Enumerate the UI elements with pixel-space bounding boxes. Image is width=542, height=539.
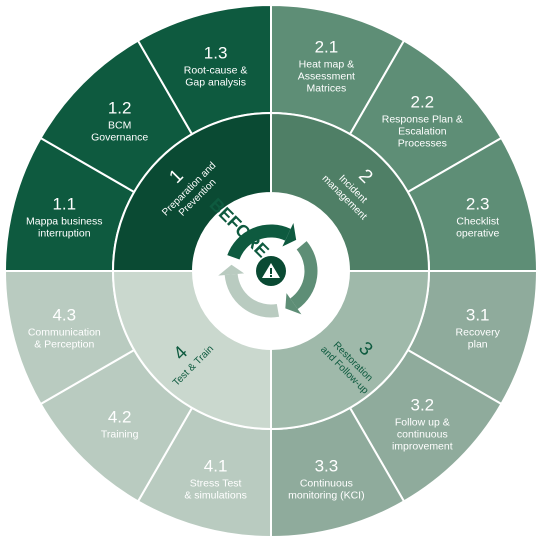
segment-3-2-text-number: 3.2	[411, 395, 435, 414]
segment-3-1-text-label-line: Recovery	[456, 326, 501, 338]
segment-3-2-text-label-line: Follow up &	[395, 416, 450, 428]
segment-2-1-text-label-line: Assessment	[298, 70, 355, 82]
segment-2-3-text-label-line: Checklist	[456, 216, 499, 228]
segment-2-3-text-number: 2.3	[466, 195, 490, 214]
segment-3-1-text-number: 3.1	[466, 305, 490, 324]
cycle-arrow-head	[282, 222, 297, 247]
segment-1-1-text-number: 1.1	[52, 195, 76, 214]
segment-3-2-text-label-line: continuous	[397, 428, 448, 440]
warning-dot	[270, 275, 272, 277]
segment-2-1-text-label-line: Matrices	[307, 82, 347, 94]
segment-2-2-text-label-line: Escalation	[398, 126, 447, 138]
segment-2-1-text-number: 2.1	[315, 37, 339, 56]
cycle-arrow	[224, 273, 280, 318]
cycle-arrow-head	[285, 293, 302, 315]
segment-4-3-text-number: 4.3	[52, 305, 76, 324]
segment-4-1-text-label-line: & simulations	[184, 490, 246, 502]
segment-1-3-text-label-line: Gap analysis	[185, 76, 246, 88]
cycle-arrow-head	[218, 264, 245, 276]
segment-3-2-text-label-line: improvement	[392, 440, 453, 452]
segment-1-1-text-label-line: Mappa business	[26, 216, 102, 228]
segment-3-3-text-label-line: monitoring (KCI)	[288, 490, 364, 502]
segment-2-2-text-label-line: Response Plan &	[382, 114, 463, 126]
segment-1-3-text-number: 1.3	[204, 43, 228, 62]
segment-1-3-text-label-line: Root-cause &	[184, 64, 248, 76]
segment-3-3-text-label-line: Continuous	[300, 478, 353, 490]
segment-4-1-text-number: 4.1	[204, 457, 228, 476]
cycle-arrow	[227, 224, 291, 260]
segment-3-3-text-number: 3.3	[315, 457, 339, 476]
segment-4-3-text-label-line: & Perception	[34, 338, 94, 350]
segment-3-1-text-label-line: plan	[468, 338, 488, 350]
segment-2-3-text-label-line: operative	[456, 228, 499, 240]
phase-word-after: AFTER	[241, 327, 301, 347]
segment-1-2-text-label-line: BCM	[108, 120, 131, 132]
segment-4-1-text-label-line: Stress Test	[190, 478, 242, 490]
segment-4-2-text-number: 4.2	[108, 407, 132, 426]
segment-2-1-text-label-line: Heat map &	[299, 58, 354, 70]
segment-4-2-text-label-line: Training	[101, 428, 139, 440]
segment-1-2-text-label-line: Governance	[91, 132, 148, 144]
segment-1-1-text-label-line: interruption	[38, 228, 91, 240]
warning-mark	[270, 268, 272, 274]
cycle-arrow	[289, 241, 318, 310]
segment-4-3-text-label-line: Communication	[28, 326, 101, 338]
segment-1-2-text-number: 1.2	[108, 99, 132, 118]
segment-2-2-text-label-line: Processes	[398, 138, 447, 150]
segment-2-2-text-number: 2.2	[411, 93, 435, 112]
